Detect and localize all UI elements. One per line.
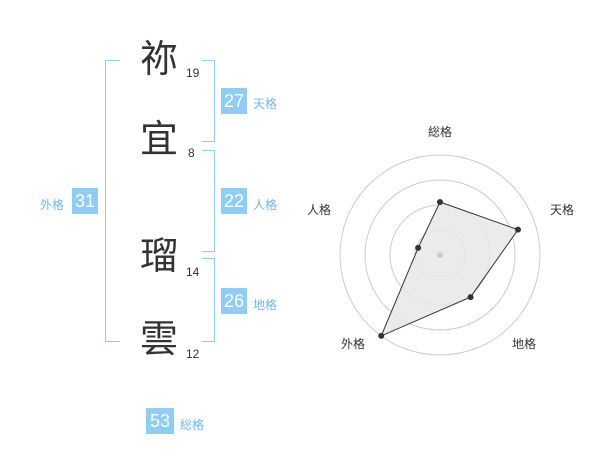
chikaku-value-badge: 26 xyxy=(221,288,247,314)
tenkaku-label: 天格 xyxy=(253,97,278,111)
stroke-count-1: 19 xyxy=(186,66,200,80)
radar-center-dot xyxy=(437,252,443,258)
stroke-count-3: 14 xyxy=(186,265,200,279)
radar-grid-ring xyxy=(364,179,516,331)
radar-grid-ring xyxy=(339,154,541,356)
soukaku-value-badge: 53 xyxy=(146,408,174,434)
soukaku-label: 総格 xyxy=(180,418,205,432)
tenkaku-value-badge: 27 xyxy=(221,88,247,114)
jinkaku-value-badge: 22 xyxy=(221,188,247,214)
chikaku-label: 地格 xyxy=(253,298,278,312)
gaikaku-value-badge: 31 xyxy=(72,188,98,214)
name-char-2: 宜 xyxy=(140,117,179,161)
radar-data-point xyxy=(467,294,474,301)
jinkaku-bracket xyxy=(202,150,215,252)
name-char-3: 瑠 xyxy=(140,234,179,278)
tenkaku-bracket xyxy=(202,60,215,142)
radar-data-point xyxy=(437,199,443,205)
name-char-1: 祢 xyxy=(140,37,179,81)
radar-data-point xyxy=(378,332,385,339)
radar-axis-label: 総格 xyxy=(428,125,453,139)
jinkaku-label: 人格 xyxy=(253,198,278,212)
gaikaku-bracket xyxy=(105,60,120,342)
radar-data-point xyxy=(514,226,521,233)
stroke-count-4: 12 xyxy=(186,347,200,361)
radar-data-polygon xyxy=(380,201,519,337)
radar-axis-label: 人格 xyxy=(307,203,332,217)
radar-axis-label: 地格 xyxy=(512,337,537,351)
name-char-4: 雲 xyxy=(140,317,179,361)
gaikaku-label: 外格 xyxy=(40,198,65,212)
radar-axis-label: 天格 xyxy=(550,203,575,217)
radar-data-point xyxy=(415,244,422,251)
stroke-count-2: 8 xyxy=(188,146,195,160)
chikaku-bracket xyxy=(202,258,215,342)
radar-axis-label: 外格 xyxy=(341,337,366,351)
